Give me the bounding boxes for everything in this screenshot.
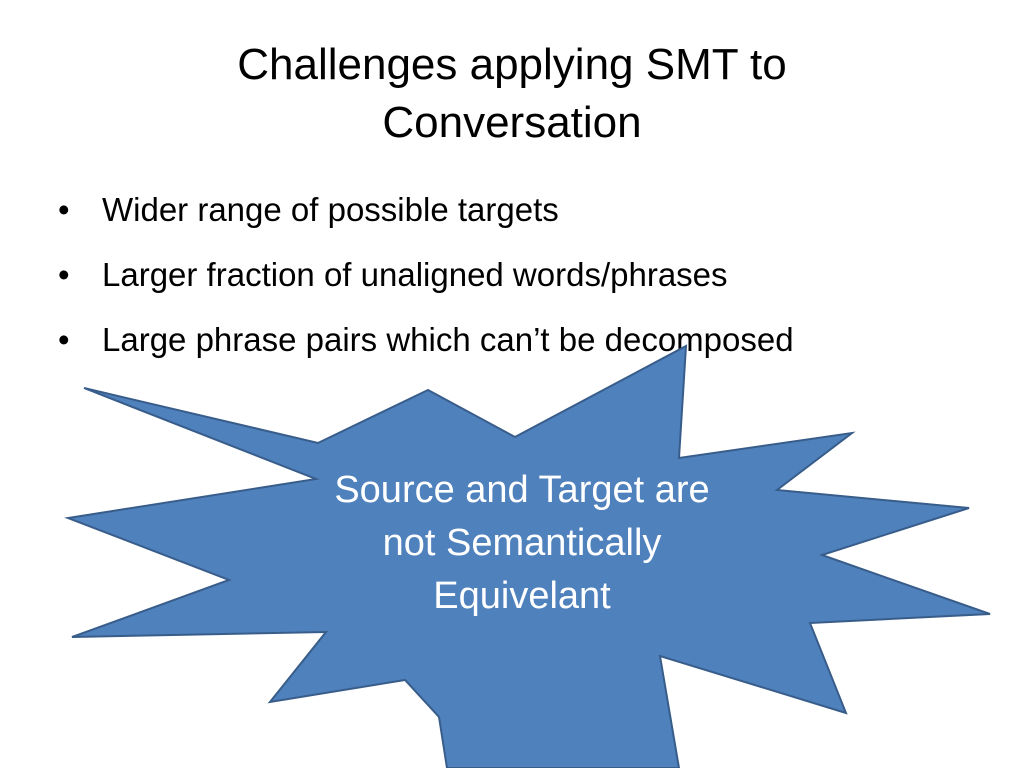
bullet-point-icon: • bbox=[58, 191, 70, 228]
callout-text-line-2: not Semantically bbox=[382, 522, 662, 564]
callout-text: Source and Target are not Semantically E… bbox=[282, 464, 762, 623]
callout-text-line-1: Source and Target are bbox=[334, 469, 710, 511]
bullet-item: • Larger fraction of unaligned words/phr… bbox=[58, 255, 998, 295]
bullet-list: • Wider range of possible targets • Larg… bbox=[58, 190, 998, 385]
bullet-text: Wider range of possible targets bbox=[102, 191, 559, 228]
slide-title-line-1: Challenges applying SMT to bbox=[237, 40, 787, 89]
slide-title: Challenges applying SMT to Conversation bbox=[80, 36, 944, 152]
bullet-point-icon: • bbox=[58, 321, 70, 358]
bullet-item: • Wider range of possible targets bbox=[58, 190, 998, 230]
callout-text-line-3: Equivelant bbox=[433, 575, 611, 617]
explosion-burst-icon bbox=[64, 344, 991, 768]
bullet-point-icon: • bbox=[58, 256, 70, 293]
bullet-text: Larger fraction of unaligned words/phras… bbox=[102, 256, 728, 293]
slide-title-line-2: Conversation bbox=[382, 98, 642, 147]
